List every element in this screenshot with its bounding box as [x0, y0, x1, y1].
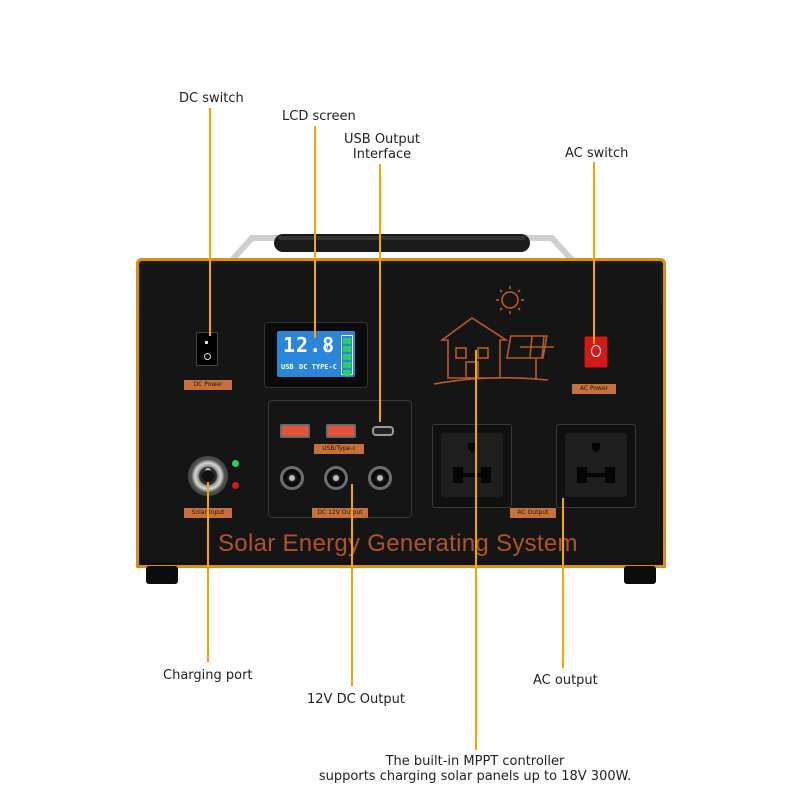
label-dc-power: DC Power [184, 380, 232, 390]
lcd-voltage-unit: V [324, 343, 329, 352]
battery-level-icon [341, 335, 353, 376]
lcd-screen: 12.8 V USB DC TYPE-C [264, 322, 368, 388]
switch-marker [204, 353, 211, 360]
device-foot-right [624, 566, 656, 584]
leader-line-ac-switch [593, 162, 595, 344]
lcd-usb-indicator: USB [281, 363, 294, 371]
callout-usb-output-line2: Interface [352, 147, 412, 162]
callout-dc-switch: DC switch [179, 91, 244, 106]
ac-outlet-2[interactable] [556, 424, 636, 508]
device-title: Solar Energy Generating System [218, 530, 578, 557]
callout-mppt: The built-in MPPT controller supports ch… [300, 754, 650, 784]
callout-usb-output-line1: USB Output [344, 132, 420, 147]
device-foot-left [146, 566, 178, 584]
ac-outlet-1[interactable] [432, 424, 512, 508]
ac-power-switch[interactable] [584, 336, 608, 368]
leader-line-mppt [475, 350, 477, 750]
label-ac-power: AC Power [572, 384, 616, 394]
callout-mppt-line2: supports charging solar panels up to 18V… [318, 769, 632, 784]
usb-a-port-2[interactable] [326, 424, 356, 438]
ac-outlet-face [565, 433, 627, 497]
callout-ac-switch: AC switch [565, 146, 629, 161]
leader-line-charging-port [207, 482, 209, 662]
leader-line-dc-output [351, 484, 353, 686]
leader-line-lcd [314, 126, 316, 338]
leader-line-usb [379, 164, 381, 422]
callout-charging-port: Charging port [163, 668, 253, 683]
usb-c-port[interactable] [372, 426, 394, 436]
status-led-green [232, 460, 239, 467]
power-icon [591, 345, 601, 357]
lcd-display: 12.8 V USB DC TYPE-C [277, 331, 355, 377]
universal-socket-icon [453, 443, 491, 483]
ac-outlet-face [441, 433, 503, 497]
callout-dc-output: 12V DC Output [307, 692, 405, 707]
label-ac-output: AC Output [510, 508, 556, 518]
callout-usb-output: USB Output Interface [340, 132, 424, 162]
universal-socket-icon [577, 443, 615, 483]
dc-12v-jack-2[interactable] [324, 466, 348, 490]
usb-a-port-1[interactable] [280, 424, 310, 438]
switch-marker [205, 341, 208, 344]
dc-12v-jack-1[interactable] [280, 466, 304, 490]
leader-line-ac-output [562, 498, 564, 668]
label-usb-typec: USB/Type-c [314, 444, 364, 454]
lcd-voltage-value: 12.8 [283, 333, 336, 357]
usb-dc-output-panel [268, 400, 412, 518]
sun-rays [496, 286, 524, 314]
house-icon [439, 317, 509, 379]
sun-icon [501, 291, 519, 309]
callout-ac-output: AC output [533, 673, 598, 688]
lcd-dc-type-c-indicator: DC TYPE-C [299, 363, 337, 371]
callout-lcd-screen: LCD screen [282, 109, 356, 124]
solar-house-illustration [433, 286, 554, 385]
carry-handle [229, 234, 575, 262]
dc-power-switch[interactable] [196, 332, 218, 366]
dc-12v-jack-3[interactable] [368, 466, 392, 490]
callout-mppt-line1: The built-in MPPT controller [385, 754, 565, 769]
leader-line-dc-switch [209, 108, 211, 336]
label-dc-12v-output: DC 12V Output [312, 508, 368, 518]
status-led-red [232, 482, 239, 489]
